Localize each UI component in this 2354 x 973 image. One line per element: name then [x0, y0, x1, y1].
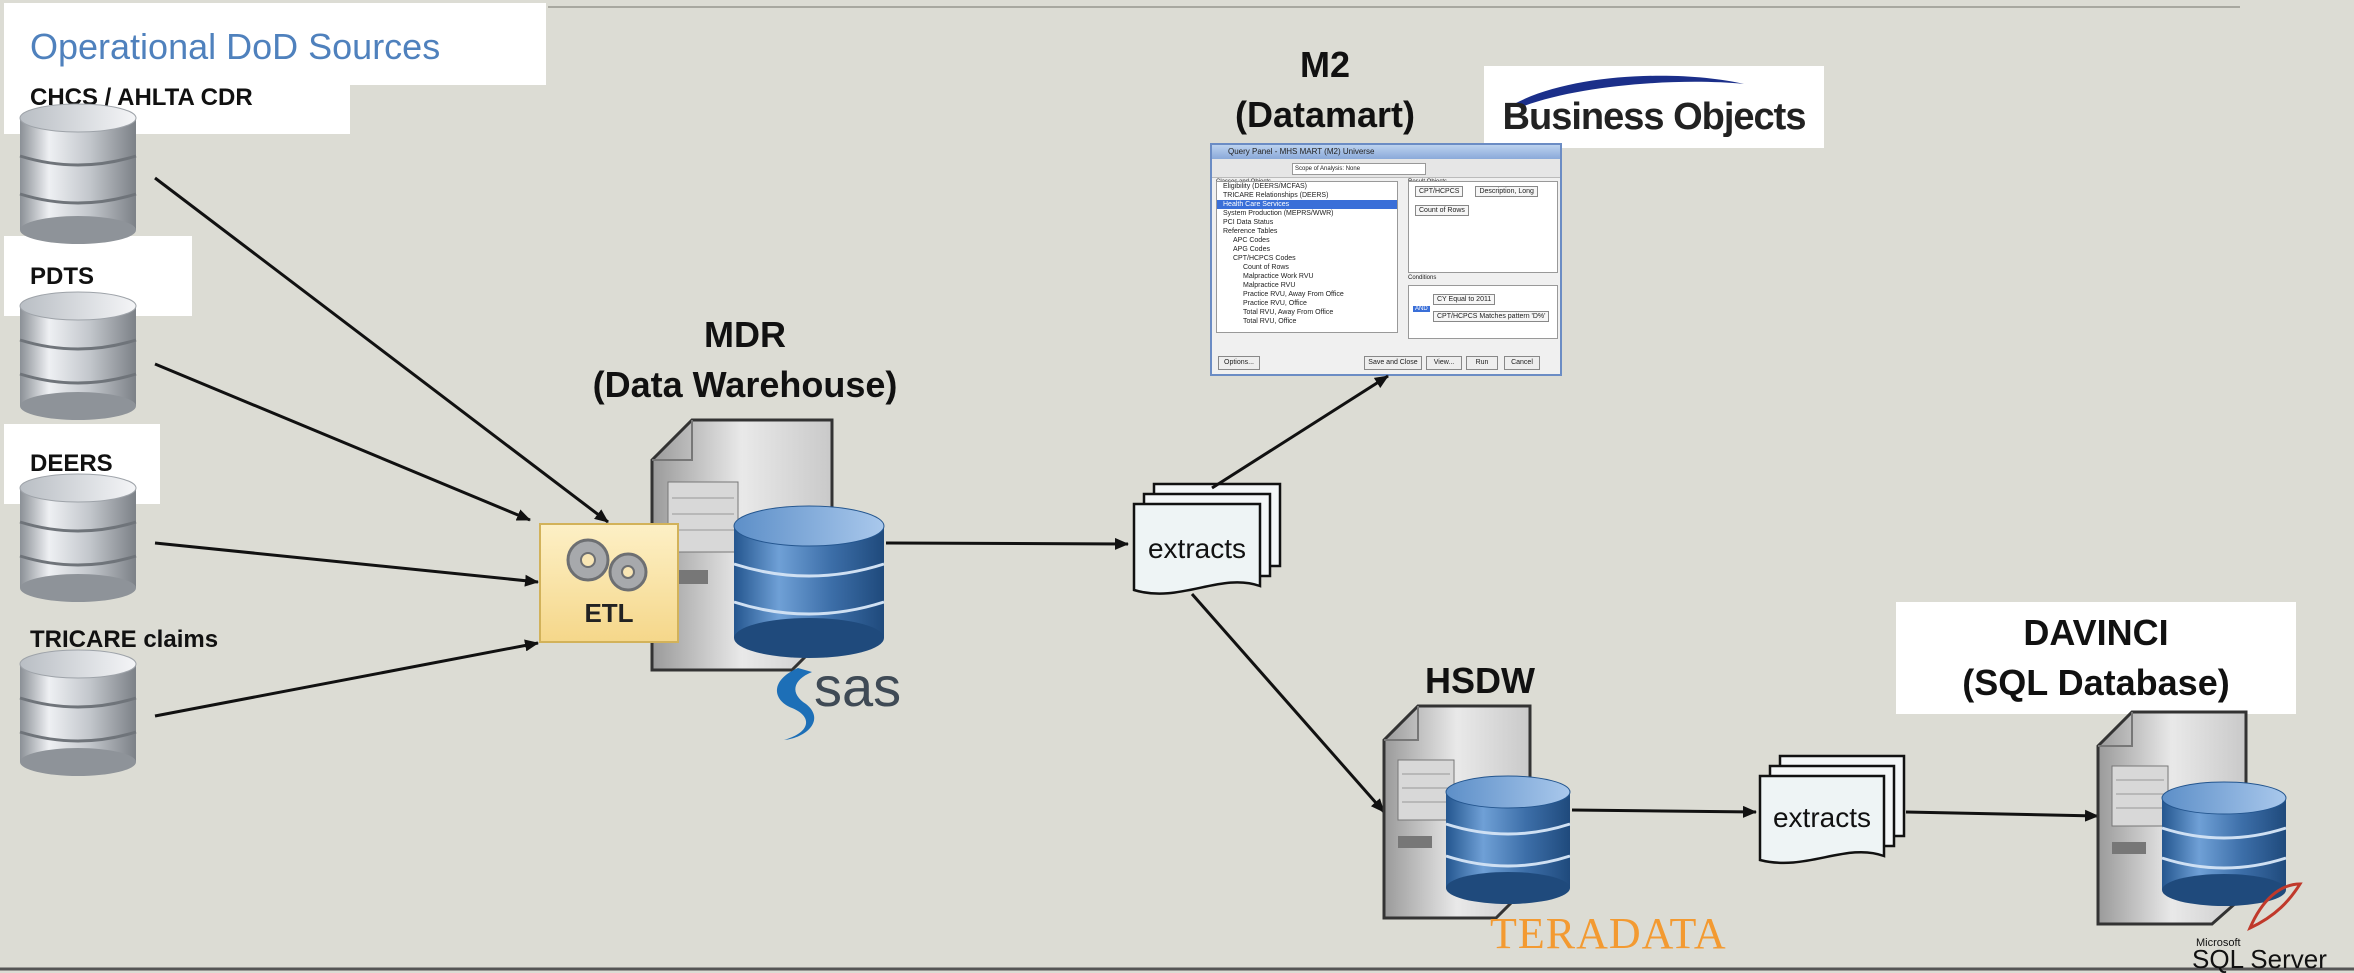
tree-item[interactable]: CPT/HCPCS Codes: [1233, 255, 1296, 262]
tree-item[interactable]: APG Codes: [1233, 246, 1270, 253]
davinci-heading-line1: DAVINCI: [2023, 612, 2169, 653]
tree-item[interactable]: Total RVU, Away From Office: [1243, 309, 1334, 316]
tree-item[interactable]: System Production (MEPRS/WWR): [1223, 210, 1334, 217]
hsdw-database-icon: [1445, 775, 1571, 904]
scope-of-analysis-select[interactable]: Scope of Analysis: None: [1292, 163, 1426, 175]
database-icon-pdts: [19, 291, 137, 420]
arrow-pdts-to-etl: [154, 362, 531, 522]
result-objects-pane[interactable]: CPT/HCPCS Description, LongCount of Rows: [1408, 181, 1558, 273]
arrow-mdr-to-extracts: [885, 537, 1129, 550]
query-panel-button[interactable]: Save and Close: [1364, 356, 1422, 370]
m2-heading-line2: (Datamart): [1234, 94, 1416, 135]
hsdw-heading-line1: HSDW: [1425, 660, 1535, 701]
arrow-hsdw-to-extracts: [1571, 805, 1757, 818]
tree-item[interactable]: Practice RVU, Away From Office: [1243, 291, 1344, 298]
query-panel-screenshot: Query Panel - MHS MART (M2) Universe Sco…: [1210, 143, 1562, 376]
conditions-label: Conditions: [1408, 275, 1437, 281]
tree-item[interactable]: TRICARE Relationships (DEERS): [1223, 192, 1329, 199]
query-panel-toolbar: Scope of Analysis: None: [1212, 159, 1560, 178]
business-objects-swoosh-icon: [1514, 75, 1744, 106]
query-panel-buttons: Options... Save and Close View... Run Cancel: [1212, 356, 1560, 370]
source-label-tricare: TRICARE claims: [30, 626, 219, 653]
tree-item[interactable]: APC Codes: [1233, 237, 1270, 244]
mdr-heading-line2: (Data Warehouse): [592, 364, 898, 405]
mdr-heading: MDR (Data Warehouse): [560, 310, 930, 410]
tree-item[interactable]: Malpractice RVU: [1243, 282, 1296, 289]
arrow-extracts-to-hsdw: [1190, 593, 1386, 813]
tree-item[interactable]: Practice RVU, Office: [1243, 300, 1307, 307]
condition-chip[interactable]: CY Equal to 2011: [1433, 294, 1496, 305]
and-operator[interactable]: AND: [1413, 306, 1430, 312]
condition-chip[interactable]: CPT/HCPCS Matches pattern 'D%': [1433, 311, 1550, 322]
business-objects-logo: Business Objects: [1484, 66, 1824, 148]
sql-server-wordmark: SQL Server: [2192, 944, 2327, 973]
result-object-chip[interactable]: CPT/HCPCS: [1415, 186, 1464, 197]
tree-item[interactable]: Count of Rows: [1243, 264, 1289, 271]
tree-item[interactable]: Reference Tables: [1223, 228, 1278, 235]
gears-icon: [566, 538, 648, 592]
tree-item[interactable]: Health Care Services: [1217, 200, 1397, 209]
sas-wordmark: sas: [814, 655, 901, 718]
arrow-tricare-to-etl: [154, 639, 539, 718]
davinci-heading: DAVINCI (SQL Database): [1896, 602, 2296, 714]
database-icon-deers: [19, 473, 137, 602]
extracts-label-2: extracts: [1773, 802, 1871, 833]
sql-server-flame-icon: [2247, 882, 2303, 932]
etl-label: ETL: [584, 598, 633, 628]
database-icon-chcs: [19, 103, 137, 244]
database-icon-tricare: [19, 649, 137, 776]
business-objects-wordmark: Business Objects: [1502, 96, 1807, 138]
result-object-chip[interactable]: Count of Rows: [1415, 205, 1469, 216]
conditions-pane[interactable]: AND CY Equal to 2011CPT/HCPCS Matches pa…: [1408, 285, 1558, 339]
arrow-extracts-to-m2: [1211, 374, 1389, 490]
arrow-chcs-to-etl: [154, 176, 609, 524]
tree-item[interactable]: Eligibility (DEERS/MCFAS): [1223, 183, 1308, 190]
query-panel-button[interactable]: Cancel: [1504, 356, 1540, 370]
arrow-deers-to-etl: [154, 541, 539, 587]
sql-server-microsoft: Microsoft: [2196, 937, 2241, 949]
extracts-stack-1: extracts: [1132, 482, 1282, 595]
tree-item[interactable]: PCI Data Status: [1223, 219, 1274, 226]
sas-logo: sas: [776, 655, 901, 740]
source-arrows: [154, 176, 609, 718]
query-panel-button[interactable]: Options...: [1218, 356, 1260, 370]
m2-heading: M2 (Datamart): [1180, 40, 1470, 140]
mdr-database-icon: [733, 505, 885, 658]
davinci-heading-line2: (SQL Database): [1962, 662, 2230, 703]
extracts-stack-2: extracts: [1758, 754, 1906, 865]
query-panel-button[interactable]: View...: [1426, 356, 1462, 370]
m2-heading-line1: M2: [1299, 44, 1350, 85]
tree-item[interactable]: Total RVU, Office: [1243, 318, 1297, 325]
result-object-chip[interactable]: Description, Long: [1475, 186, 1538, 197]
extracts-label-1: extracts: [1148, 533, 1246, 564]
sql-server-logo: Microsoft SQL Server: [2192, 882, 2327, 973]
etl-box: ETL: [539, 523, 679, 643]
classes-tree[interactable]: Eligibility (DEERS/MCFAS) TRICARE Relatio…: [1216, 181, 1398, 333]
tree-item[interactable]: Malpractice Work RVU: [1243, 273, 1314, 280]
query-panel-button[interactable]: Run: [1466, 356, 1498, 370]
arrow-extracts-to-davinci: [1905, 809, 2099, 822]
teradata-logo: TERADATA: [1490, 909, 1727, 958]
query-panel-titlebar: Query Panel - MHS MART (M2) Universe: [1212, 145, 1560, 159]
davinci-database-icon: [2161, 781, 2287, 906]
page-title: Operational DoD Sources: [4, 3, 546, 85]
hsdw-heading: HSDW: [1380, 656, 1580, 706]
mdr-heading-line1: MDR: [704, 314, 786, 355]
